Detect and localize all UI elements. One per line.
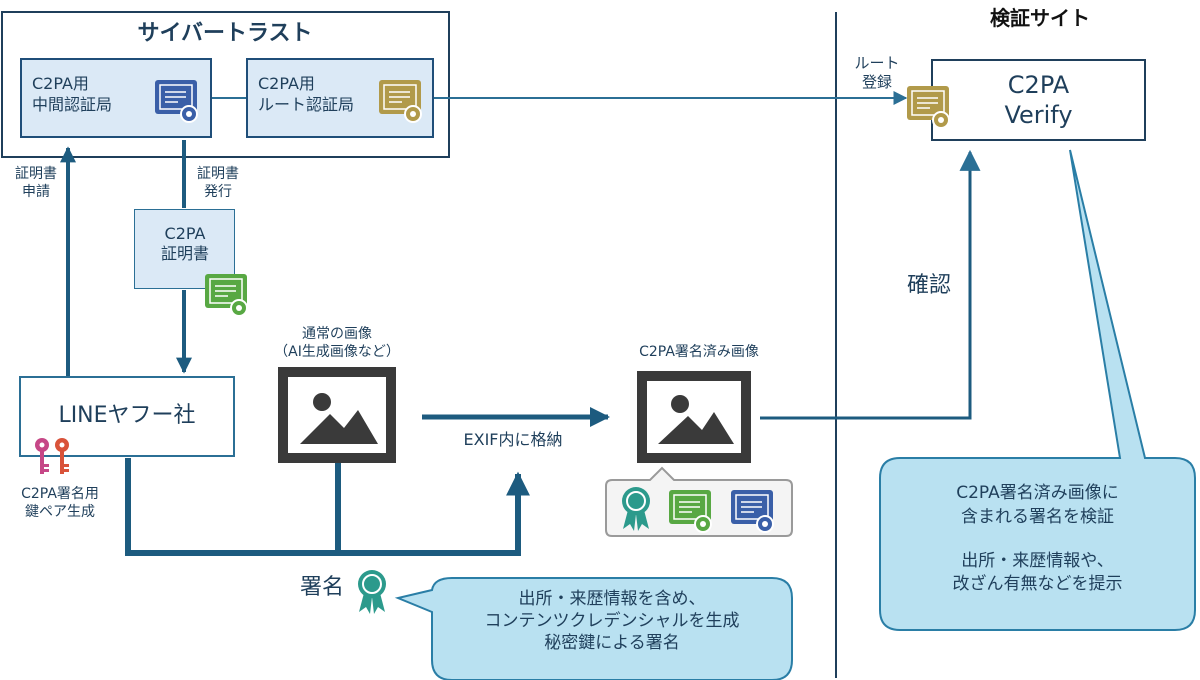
signature-bubble-shape <box>394 577 793 680</box>
root-registration-label: ルート 登録 <box>846 54 908 92</box>
normal-image-icon <box>278 367 396 463</box>
registered-root-cert-icon <box>907 86 950 129</box>
root-ca-box: C2PA用 ルート認証局 <box>246 58 434 138</box>
cybertrust-title: サイバートラスト <box>137 21 313 46</box>
cert-issue-line2: 発行 <box>204 183 232 200</box>
root-ca-line1: C2PA用 <box>258 74 315 93</box>
company-name: LINEヤフー社 <box>58 403 196 428</box>
verify-bubble-text: C2PA署名済み画像に 含まれる署名を検証 出所・来歴情報や、 改ざん有無などを… <box>880 482 1195 597</box>
verify-bubble-line1: C2PA署名済み画像に <box>956 483 1119 503</box>
cert-issue-label: 証明書 発行 <box>188 166 248 201</box>
root-registration-line1: ルート <box>854 54 900 72</box>
signature-bubble-line3: 秘密鍵による署名 <box>544 633 680 654</box>
root-ca-line2: ルート認証局 <box>258 94 355 114</box>
tray-certificate-blue-icon <box>731 490 774 533</box>
verify-bubble-line2: 含まれる署名を検証 <box>961 506 1114 527</box>
normal-image-line2: （AI生成画像など） <box>274 343 400 360</box>
c2pa-cert-line1: C2PA <box>164 224 206 243</box>
verify-bubble-shape <box>879 149 1196 631</box>
key-pair-label: C2PA署名用 鍵ペア生成 <box>4 486 116 521</box>
cert-request-line2: 申請 <box>22 183 50 200</box>
c2pa-cert-box: C2PA 証明書 <box>134 209 235 289</box>
signature-medal-icon <box>358 570 386 614</box>
signed-image-icon <box>637 371 751 463</box>
verify-app-line1: C2PA <box>1007 71 1070 99</box>
confirm-label: 確認 <box>906 273 951 298</box>
intermediate-ca-line1: C2PA用 <box>32 74 89 93</box>
medal-icon <box>622 487 650 531</box>
cert-request-label: 証明書 申請 <box>6 166 66 201</box>
c2pa-cert-line2: 証明書 <box>160 244 209 263</box>
certificate-blue-icon <box>155 80 198 123</box>
intermediate-ca-line2: 中間認証局 <box>32 94 113 114</box>
root-registration-line2: 登録 <box>861 72 892 91</box>
verify-app-name: C2PA Verify <box>932 70 1145 130</box>
cert-issue-line1: 証明書 <box>197 166 239 182</box>
certificate-green-icon <box>205 274 248 317</box>
signature-bubble-text: 出所・来歴情報を含め、 コンテンツクレデンシャルを生成 秘密鍵による署名 <box>432 588 792 654</box>
normal-image-label: 通常の画像 （AI生成画像など） <box>262 326 412 361</box>
intermediate-ca-box: C2PA用 中間認証局 <box>20 58 212 138</box>
verify-bubble-spacer <box>880 530 1195 550</box>
tray-certificate-green-icon <box>669 490 712 533</box>
exif-label: EXIF内に格納 <box>463 430 563 449</box>
cert-request-line1: 証明書 <box>15 166 57 182</box>
signing-flow-line <box>125 458 530 556</box>
normal-image-line1: 通常の画像 <box>302 326 372 342</box>
signature-label: 署名 <box>299 575 344 600</box>
key-pair-line1: C2PA署名用 <box>21 486 99 502</box>
confirm-arrow <box>760 149 981 420</box>
signature-bubble-line1: 出所・来歴情報を含め、 <box>518 589 706 609</box>
certificate-gold-icon <box>379 80 422 123</box>
signature-bubble-line2: コンテンツクレデンシャルを生成 <box>484 611 740 632</box>
key-pair-line2: 鍵ペア生成 <box>25 503 95 520</box>
verify-app-line2: Verify <box>1004 101 1073 129</box>
verify-site-title: 検証サイト <box>990 6 1090 30</box>
key-pair-icon <box>35 438 69 474</box>
verify-bubble-line5: 改ざん有無などを提示 <box>952 574 1123 595</box>
verify-bubble-line4: 出所・来歴情報や、 <box>961 550 1114 571</box>
signed-image-label: C2PA署名済み画像 <box>639 344 759 360</box>
